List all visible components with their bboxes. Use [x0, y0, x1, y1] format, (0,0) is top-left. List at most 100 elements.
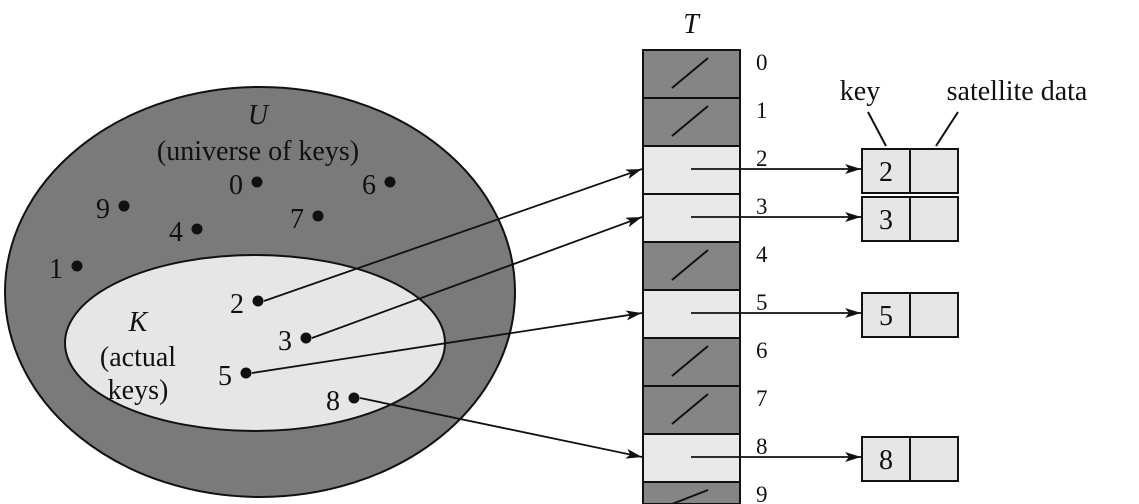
record-key-cell [861, 436, 911, 482]
key-label: 7 [290, 204, 304, 235]
nil-slash-icon [671, 249, 709, 281]
key-dot [191, 223, 203, 235]
table-slot-7: 7 [642, 385, 768, 435]
unused-key-4: 4 [169, 217, 203, 248]
record-satellite-cell [909, 196, 959, 242]
actual-keys-caption-line1: (actual [100, 342, 176, 373]
record-8: 8 [861, 436, 959, 482]
record-key-value: 8 [879, 445, 893, 476]
actual-keys-caption-line2: keys) [108, 375, 169, 406]
slot-cell [642, 145, 741, 195]
key-label: 8 [326, 386, 340, 417]
nil-slash-icon [671, 489, 709, 504]
key-dot [71, 260, 83, 272]
universe-label: U [248, 100, 270, 131]
key-to-slot-arrow-2 [263, 168, 643, 302]
slot-cell [642, 49, 741, 99]
key-label: 0 [229, 170, 243, 201]
table-slot-5: 5 [642, 289, 768, 339]
key-to-slot-arrow-3 [311, 216, 643, 339]
key-to-slot-arrow-5 [251, 310, 643, 374]
nil-slash-icon [671, 105, 709, 137]
slot-cell [642, 97, 741, 147]
unused-key-9: 9 [96, 194, 130, 225]
record-satellite-cell [909, 292, 959, 338]
table-slot-4: 4 [642, 241, 768, 291]
nil-slash-icon [671, 393, 709, 425]
slot-index-label: 1 [756, 98, 768, 123]
table-slot-3: 3 [642, 193, 768, 243]
slot-index-label: 3 [756, 194, 768, 219]
used-key-2: 2 [230, 289, 264, 320]
record-key-cell [861, 148, 911, 194]
slot-cell [642, 481, 741, 504]
table-slot-0: 0 [642, 49, 768, 99]
slot-index-label: 0 [756, 50, 768, 75]
record-key-value: 3 [879, 205, 893, 236]
record-satellite-cell [909, 436, 959, 482]
slot-index-label: 4 [756, 242, 768, 267]
unused-key-6: 6 [362, 170, 396, 201]
record-key-cell [861, 196, 911, 242]
key-dot [348, 392, 360, 404]
satellite-data-label-pointer [935, 111, 959, 147]
hash-table: 0 1 2 3 4 5 6 7 8 9 [642, 49, 768, 504]
key-label: 1 [49, 254, 63, 285]
nil-slash-icon [671, 57, 709, 89]
key-label: 9 [96, 194, 110, 225]
slot-index-label: 5 [756, 290, 768, 315]
nil-slash-icon [671, 345, 709, 377]
slot-index-label: 2 [756, 146, 768, 171]
unused-key-7: 7 [290, 204, 324, 235]
slot-cell [642, 337, 741, 387]
key-label: 2 [230, 289, 244, 320]
slot-cell [642, 433, 741, 483]
record-satellite-data-label: satellite data [947, 76, 1088, 107]
key-dot [251, 176, 263, 188]
records: 2 3 5 8 [861, 148, 959, 482]
actual-keys-label: K [128, 307, 149, 338]
used-key-3: 3 [278, 326, 312, 357]
table-slot-9: 9 [642, 481, 768, 504]
record-key-value: 2 [879, 157, 893, 188]
key-to-slot-arrow-8 [359, 397, 643, 459]
pointer-arrows [251, 164, 861, 462]
slot-index-label: 7 [756, 386, 768, 411]
slot-cell [642, 289, 741, 339]
universe-caption: (universe of keys) [157, 136, 359, 167]
key-label: 5 [218, 361, 232, 392]
table-title: T [683, 9, 701, 40]
key-dot [118, 200, 130, 212]
slot-cell [642, 385, 741, 435]
used-key-8: 8 [326, 386, 360, 417]
key-dot [300, 332, 312, 344]
record-key-label: key [840, 76, 880, 107]
table-slot-6: 6 [642, 337, 768, 387]
key-dot [240, 367, 252, 379]
slot-cell [642, 241, 741, 291]
table-slot-8: 8 [642, 433, 768, 483]
key-dot [384, 176, 396, 188]
key-dot [312, 210, 324, 222]
slot-index-label: 6 [756, 338, 768, 363]
slot-index-label: 8 [756, 434, 768, 459]
key-dot [252, 295, 264, 307]
slot-cell [642, 193, 741, 243]
key-label-pointer [867, 111, 887, 147]
table-slot-2: 2 [642, 145, 768, 195]
key-label: 3 [278, 326, 292, 357]
record-key-value: 5 [879, 301, 893, 332]
record-3: 3 [861, 196, 959, 242]
used-key-5: 5 [218, 361, 252, 392]
record-2: 2 [861, 148, 959, 194]
slot-index-label: 9 [756, 482, 768, 504]
key-label: 4 [169, 217, 183, 248]
record-satellite-cell [909, 148, 959, 194]
record-5: 5 [861, 292, 959, 338]
key-points: 9 0 6 7 4 1 2 3 5 8 [49, 170, 396, 417]
table-slot-1: 1 [642, 97, 768, 147]
unused-key-0: 0 [229, 170, 263, 201]
unused-key-1: 1 [49, 254, 83, 285]
key-label: 6 [362, 170, 376, 201]
